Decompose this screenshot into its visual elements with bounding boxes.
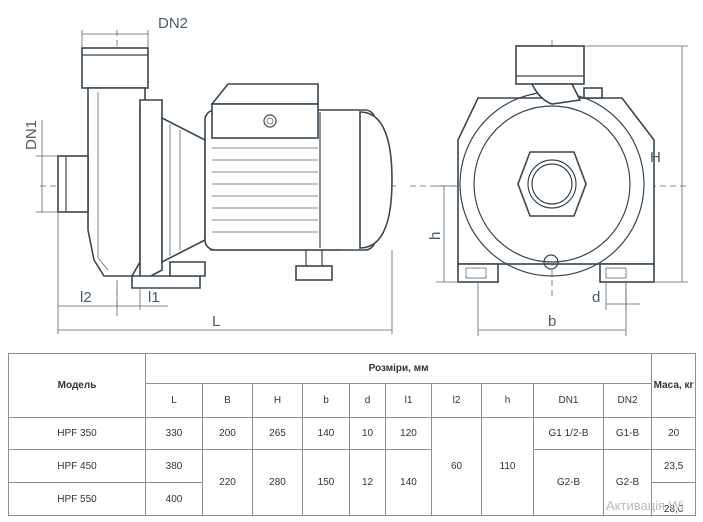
cell-H: 265 — [252, 417, 303, 450]
cell-h: 110 — [481, 417, 534, 516]
activation-watermark: Активація Wi — [606, 498, 684, 513]
col-header-b: b — [302, 383, 350, 418]
cell-dn1: G2-B — [533, 449, 604, 516]
pump-technical-drawing: DN2 DN1 l2 l1 L — [23, 15, 690, 336]
cell-dn2: G1-B — [602, 417, 653, 450]
cell-l2: 60 — [431, 417, 482, 516]
cell-L: 330 — [145, 417, 203, 450]
cell-L: 400 — [145, 482, 203, 516]
table-row: HPF 550 400 28,0 — [8, 482, 697, 516]
b-label: b — [548, 313, 556, 330]
side-view: DN2 DN1 l2 l1 L — [23, 15, 400, 334]
spec-table: Модель Розміри, мм Маса, кг L B H b d l1… — [8, 353, 697, 516]
cell-mass: 28,0 — [651, 482, 697, 516]
cell-dn2: G2-B — [602, 449, 653, 516]
dn2-label: DN2 — [158, 15, 188, 32]
d-label: d — [592, 289, 600, 306]
h-label: h — [427, 232, 444, 240]
col-header-d: d — [349, 383, 386, 418]
front-view: H h b d — [410, 40, 690, 336]
table-row: HPF 350 330 200 265 140 10 120 60 110 G1… — [8, 417, 697, 516]
col-header-dn2: DN2 — [602, 383, 653, 418]
cell-b: 150 — [302, 449, 350, 516]
l1-label: l1 — [148, 289, 160, 306]
mass-header: Маса, кг — [651, 353, 697, 418]
col-header-dn1: DN1 — [533, 383, 604, 418]
model-cell: HPF 550 — [8, 482, 146, 516]
cell-L: 380 — [145, 449, 203, 483]
cell-l1: 120 — [385, 417, 432, 450]
cell-d: 10 — [349, 417, 386, 450]
H-label: H — [650, 149, 661, 166]
col-header-l1: l1 — [385, 383, 432, 418]
cell-b: 140 — [302, 417, 350, 450]
cell-dn1: G1 1/2-B — [533, 417, 604, 450]
col-header-L: L — [145, 383, 203, 418]
col-header-H: H — [252, 383, 303, 418]
dn1-label: DN1 — [23, 120, 40, 150]
cell-H: 280 — [252, 449, 303, 516]
model-cell: HPF 450 — [8, 449, 146, 483]
l2-label: l2 — [80, 289, 92, 306]
cell-B: 220 — [202, 449, 253, 516]
col-header-h: h — [481, 383, 534, 418]
col-header-B: B — [202, 383, 253, 418]
cell-mass: 23,5 — [651, 449, 697, 483]
cell-mass: 20 — [651, 417, 697, 450]
cell-d: 12 — [349, 449, 386, 516]
sizes-header: Розміри, мм — [144, 353, 653, 384]
cell-B: 200 — [202, 417, 253, 450]
L-label: L — [212, 313, 220, 330]
cell-l1: 140 — [385, 449, 432, 516]
col-header-l2: l2 — [431, 383, 482, 418]
model-cell: HPF 350 — [8, 417, 146, 450]
table-row: HPF 450 380 220 280 150 12 140 G2-B G2-B… — [8, 449, 697, 516]
model-header: Модель — [8, 353, 146, 418]
